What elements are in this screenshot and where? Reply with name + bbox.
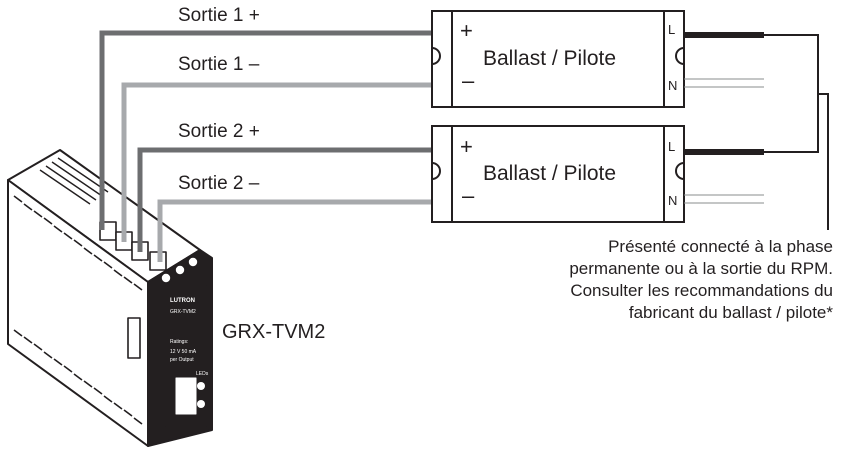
ballast-1-neutral-terminal: N	[668, 78, 678, 93]
note-line-2: permanente ou à la sortie du RPM.	[569, 259, 833, 278]
line-neutral-wires	[684, 32, 829, 230]
device-ratings-line1: 12 V 50 mA	[170, 349, 197, 355]
grx-tvm2-module	[7, 149, 213, 447]
ballast-1-minus-terminal: –	[462, 68, 475, 93]
device-model-label: GRX-TVM2	[222, 321, 326, 343]
ballast-2-minus-terminal: –	[462, 183, 475, 208]
output-label-1-minus: Sortie 1 –	[178, 54, 260, 75]
output-label-2-minus: Sortie 2 –	[178, 173, 260, 194]
ballast-1-plus-terminal: +	[460, 18, 473, 43]
device-brand: LUTRON	[170, 298, 195, 304]
ballast-2	[431, 125, 685, 223]
ballast-2-name: Ballast / Pilote	[483, 162, 617, 185]
ballast-1	[431, 10, 685, 108]
ballast-2-neutral-terminal: N	[668, 193, 678, 208]
note-line-4: fabricant du ballast / pilote*	[628, 303, 833, 322]
device-ratings-line2: per Output	[170, 357, 194, 363]
wire-output-1-minus	[121, 82, 454, 242]
note-line-1: Présenté connecté à la phase	[608, 237, 833, 256]
ballast-2-line-terminal: L	[668, 139, 676, 154]
output-label-1-plus: Sortie 1 +	[178, 5, 260, 26]
output-wires	[99, 30, 454, 262]
device-leds-label: LEDs	[196, 371, 209, 377]
device-ratings-title: Ratings:	[170, 339, 189, 345]
output-label-2-plus: Sortie 2 +	[178, 121, 260, 142]
ballast-1-line-terminal: L	[668, 22, 676, 37]
wire-output-1-plus	[99, 30, 454, 230]
ballast-1-name: Ballast / Pilote	[483, 47, 617, 70]
connection-note: Présenté connecté à la phase permanente …	[453, 236, 833, 324]
ballast-2-plus-terminal: +	[460, 134, 473, 159]
note-line-3: Consulter les recommandations du	[570, 281, 833, 300]
wire-output-2-minus	[157, 199, 454, 262]
wire-output-2-plus	[137, 147, 454, 252]
device-model-small: GRX-TVM2	[170, 309, 196, 315]
